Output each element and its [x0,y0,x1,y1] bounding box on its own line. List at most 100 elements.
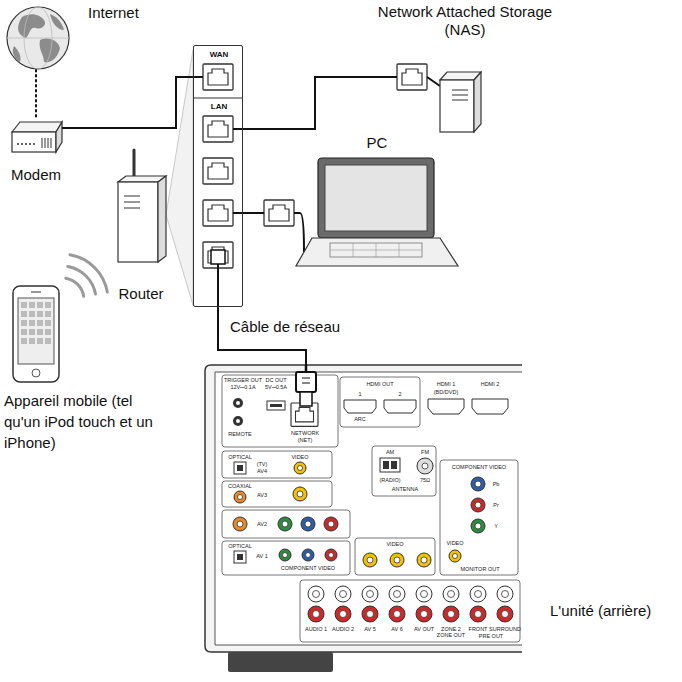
receiver-illustration [302,383,310,384]
receiver-illustration [384,400,416,413]
mobile-illustration [37,338,43,344]
dotted-link [35,70,37,118]
receiver-illustration [367,611,374,618]
pc-illustration [376,243,377,257]
nas-illustration [452,100,468,101]
network-cable [243,77,397,129]
pc-illustration [353,243,354,257]
receiver-illustration [222,541,350,575]
receiver-illustration [389,606,405,622]
globe-illustration [40,38,60,62]
mobile-illustration [21,329,27,335]
receiver-illustration [233,462,513,622]
wireless-waves [66,278,84,296]
receiver-illustration [270,404,282,407]
receiver-illustration [313,611,320,618]
pc-illustration [399,243,400,257]
panel-label: TRIGGER OUT [224,377,262,384]
mobile-illustration [45,302,51,308]
mobile-illustration [13,286,59,382]
receiver-illustration [335,586,351,602]
panel-label: OPTICAL [228,543,252,550]
receiver-illustration [294,462,306,474]
pc-illustration [318,158,434,238]
panel-label: ANTENNA [392,486,418,493]
receiver-illustration [308,606,324,622]
globe-illustration [7,7,69,69]
receiver-illustration [297,491,303,497]
receiver-illustration [389,586,405,602]
receiver-illustration [305,521,311,527]
panel-label: ARC [354,416,366,423]
receiver-illustration [233,416,243,426]
panel-label: AV 1 [256,553,268,560]
panel-label: OPTICAL [228,454,252,461]
router-port-panel [203,200,233,226]
wireless-waves [68,267,96,295]
receiver-illustration [470,606,486,622]
receiver-illustration [335,606,351,622]
receiver-illustration [497,606,513,622]
node-label: LAN [194,102,244,112]
panel-label: 75Ω [420,477,430,484]
mobile-device: Appareil mobile (tel qu'un iPod touch et… [8,280,64,384]
nas-illustration [397,64,481,132]
panel-label: AV 5 [364,626,376,633]
receiver-illustration [329,553,334,558]
receiver-illustration [470,586,486,602]
panel-label: 12V⎓0.1A [230,384,255,391]
panel-label: AUDIO 2 [332,626,354,633]
modem-illustration [12,122,62,152]
panel-label: (RADIO) [379,477,400,484]
router-illustration [118,182,158,262]
receiver-illustration [394,591,401,598]
receiver-illustration [236,419,240,423]
pc-illustration [294,213,304,252]
modem-illustration [45,138,46,148]
receiver-illustration [394,611,401,618]
receiver-illustration [367,591,374,598]
callout-wedge [166,50,193,305]
router-port-panel [193,45,243,307]
receiver-illustration [448,591,455,598]
panel-label: AV 6 [391,626,403,633]
receiver-illustration [234,462,246,474]
panel-label: (NET) [298,437,313,444]
receiver-illustration [355,538,435,575]
panel-label: HDMI 1 [437,381,456,388]
receiver-illustration [416,606,432,622]
panel-label: 1 [358,391,361,398]
receiver-illustration [340,591,347,598]
receiver-illustration [222,375,520,642]
mobile-illustration [29,320,35,326]
panel-label: REMOTE [228,431,252,438]
receiver-illustration [475,523,481,529]
mobile-illustration [29,311,35,317]
router-port-panel [203,116,233,142]
mobile-illustration [37,302,43,308]
receiver-illustration [278,517,292,531]
receiver-illustration [471,477,485,491]
globe-illustration [13,46,21,62]
node-label: WAN [194,50,244,60]
panel-label: 2 [398,391,401,398]
receiver-rear-panel: L'unité (arrière) [205,365,522,652]
router-port-panel [233,128,243,130]
globe-illustration [7,7,69,69]
receiver-illustration [313,591,320,598]
receiver-illustration [308,586,324,602]
receiver-illustration [471,519,485,533]
modem-illustration [17,143,19,145]
receiver-illustration [416,586,432,602]
receiver-illustration [222,481,332,507]
pc-illustration [325,165,427,231]
modem-illustration [29,143,31,145]
node-label: Appareil mobile (tel qu'un iPod touch et… [4,390,154,453]
receiver-illustration [234,491,246,503]
mobile-illustration [32,369,40,377]
globe-illustration [50,14,64,30]
receiver-illustration [282,521,288,527]
globe-illustration [7,38,69,39]
